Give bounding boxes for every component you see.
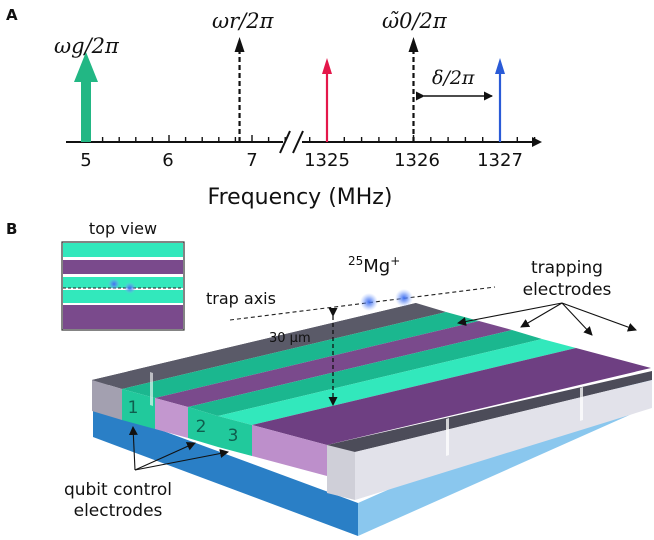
- trapping-electrode: [155, 398, 188, 438]
- top-view-ion: [124, 282, 136, 294]
- tick-label-1326: 1326: [394, 150, 440, 171]
- electrode-gap: [580, 387, 583, 421]
- qubit-electrode-1-top: [122, 312, 479, 398]
- qubit-pointer-arrows: [128, 426, 229, 471]
- trapping-electrode: [252, 348, 651, 445]
- qubit-electrode-3-front: [218, 416, 252, 456]
- trapping-electrode: [327, 445, 355, 500]
- top-view-control-strip: [63, 290, 183, 303]
- trapping-electrode: [327, 371, 652, 452]
- top-view-title: top view: [89, 219, 157, 238]
- top-view-control-strip: [63, 260, 183, 274]
- axis-break-mark: [292, 130, 304, 154]
- ion-mass-number: 25: [348, 254, 363, 268]
- spectral-lines: [74, 37, 505, 142]
- electrode-number-1: 1: [128, 398, 139, 418]
- trapping-electrodes-label-line1: trapping: [531, 258, 603, 278]
- top-view-control-strip: [63, 277, 183, 288]
- height-label: 30 µm: [269, 331, 311, 346]
- trapping-electrode: [355, 380, 652, 500]
- qubit-electrodes-label-line1: qubit control: [64, 480, 172, 500]
- peak-omega-g-arrowhead: [74, 52, 98, 82]
- peak-label-omega-0: ω̃0/2π: [382, 9, 448, 33]
- top-view-trapping-strip: [63, 305, 183, 329]
- electrode-number-2: 2: [196, 417, 207, 437]
- peak-label-omega-r: ωr/2π: [212, 9, 275, 33]
- peak-label-omega-g: ωg/2π: [54, 34, 120, 58]
- tick-label-6: 6: [162, 150, 173, 171]
- ion-charge: +: [390, 254, 400, 268]
- qubit-electrode-3-top: [218, 339, 576, 425]
- peak-arrowhead-2: [322, 58, 332, 74]
- tick-label-1325: 1325: [304, 150, 350, 171]
- qubit-electrodes-label-line2: electrodes: [74, 501, 163, 521]
- trap-chip: [92, 303, 652, 536]
- substrate-front-face: [93, 405, 358, 536]
- panel-a-label: A: [6, 6, 18, 24]
- top-view-trapping-strip: [63, 243, 183, 257]
- panel-b-label: B: [6, 220, 17, 238]
- frequency-axis: [66, 130, 542, 154]
- trapping-electrodes-label-line2: electrodes: [523, 280, 612, 300]
- trap-axis-label: trap axis: [206, 289, 276, 308]
- tick-label-7: 7: [246, 150, 257, 171]
- detuning-label: δ/2π: [432, 67, 475, 89]
- tick-label-5: 5: [80, 150, 91, 171]
- qubit-electrode-2-front: [188, 407, 218, 447]
- top-view-inset: top view: [61, 219, 185, 331]
- axis-title: Frequency (MHz): [208, 185, 393, 210]
- trapping-pointer-arrows: [457, 302, 637, 336]
- ion-element: Mg: [363, 256, 390, 277]
- peak-arrowhead-4: [495, 58, 505, 74]
- trapping-electrode: [252, 425, 327, 476]
- ion: [360, 293, 378, 311]
- ion-label: 25Mg+: [348, 254, 400, 277]
- ion: [395, 289, 413, 307]
- trapping-electrode: [92, 380, 122, 420]
- qubit-electrode-1-front: [122, 389, 155, 429]
- electrode-gap: [150, 372, 153, 406]
- electrode-number-3: 3: [228, 426, 239, 446]
- electrode-gap: [446, 418, 449, 456]
- tick-label-1327: 1327: [477, 150, 523, 171]
- qubit-electrode-2-top: [188, 330, 542, 416]
- peak-dashed-arrowhead-3: [408, 37, 419, 52]
- top-view-ion: [108, 278, 120, 290]
- peak-omega-g: [81, 75, 91, 142]
- peak-dashed-arrowhead-1: [234, 37, 245, 52]
- trapping-electrode: [92, 303, 446, 389]
